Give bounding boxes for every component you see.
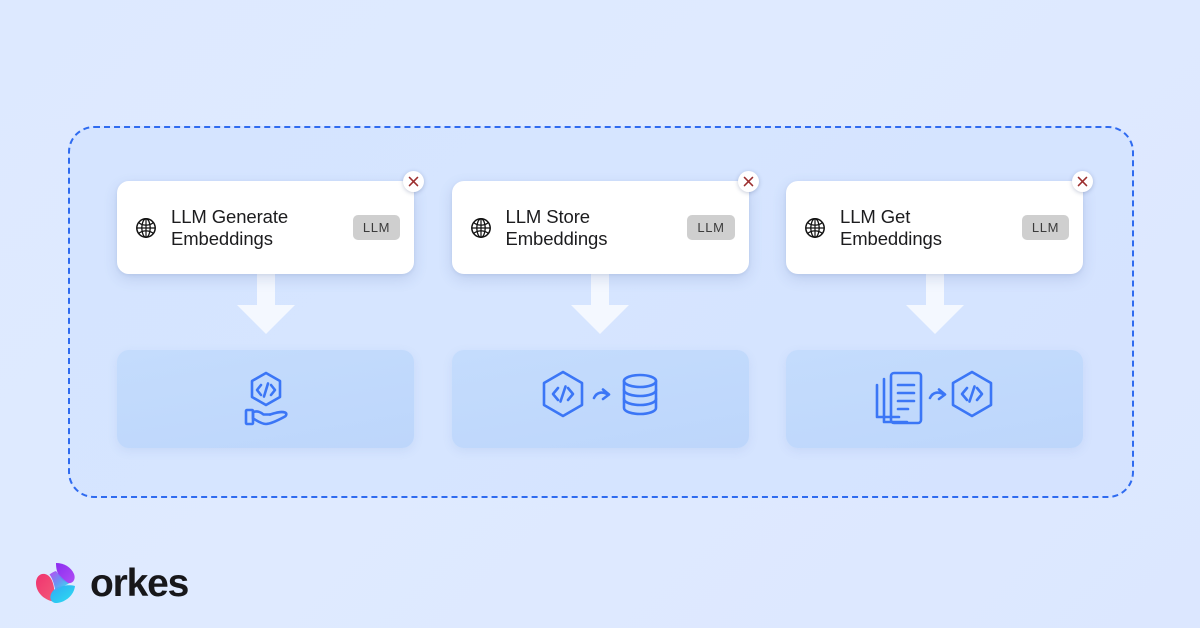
icon-panel-store-embeddings — [451, 350, 749, 448]
hand-holding-code-icon — [234, 367, 298, 431]
globe-icon — [803, 216, 827, 240]
arrow-down-icon — [786, 274, 1083, 350]
task-type-badge: LLM — [687, 215, 735, 240]
task-card-llm-generate-embeddings[interactable]: LLM Generate Embeddings LLM — [117, 171, 424, 274]
close-icon[interactable] — [737, 171, 759, 192]
close-icon[interactable] — [1072, 171, 1093, 192]
task-type-badge: LLM — [1021, 215, 1069, 240]
task-card-title: LLM Get Embeddings — [840, 205, 942, 249]
globe-icon — [134, 216, 158, 240]
arrow-down-icon — [117, 274, 414, 350]
icon-panel-get-embeddings — [786, 350, 1083, 448]
task-type-badge: LLM — [352, 215, 400, 240]
task-card-title: LLM Generate Embeddings — [171, 205, 289, 249]
orkes-logo-icon — [33, 560, 79, 606]
code-to-database-icon — [537, 368, 663, 430]
close-icon[interactable] — [403, 171, 424, 192]
workflow-columns: LLM Generate Embeddings LLM — [117, 171, 1093, 459]
workflow-column-1: LLM Generate Embeddings LLM — [117, 171, 424, 459]
task-card-title: LLM Store Embeddings — [505, 205, 608, 249]
icon-panel-generate-embeddings — [117, 350, 414, 448]
task-card-llm-store-embeddings[interactable]: LLM Store Embeddings LLM — [451, 171, 759, 274]
globe-icon — [469, 216, 493, 240]
arrow-down-icon — [452, 274, 749, 350]
workflow-column-2: LLM Store Embeddings LLM — [451, 171, 759, 459]
workflow-column-3: LLM Get Embeddings LLM — [786, 171, 1093, 459]
brand-name: orkes — [90, 561, 189, 605]
task-card-llm-get-embeddings[interactable]: LLM Get Embeddings LLM — [786, 171, 1093, 274]
documents-to-code-icon — [871, 368, 999, 430]
brand-logo: orkes — [33, 560, 189, 606]
